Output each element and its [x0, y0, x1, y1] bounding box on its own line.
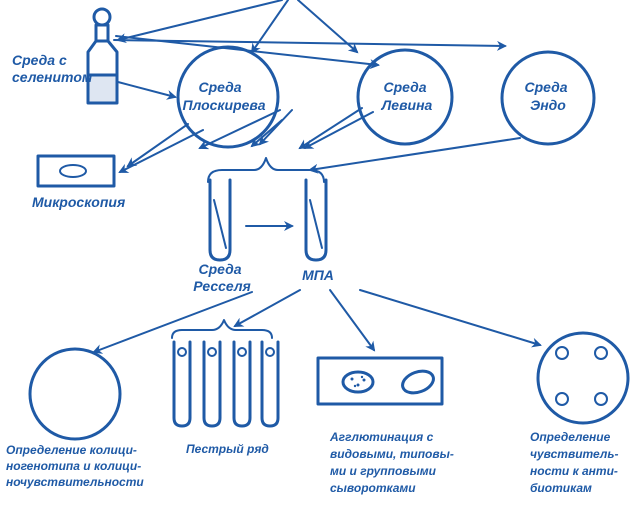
mpa-label: МПА	[302, 267, 334, 283]
colicinogenotype-label-line: ночувствительности	[6, 475, 144, 489]
antibiotic-sensitivity-label: Определение чувствитель- ности к анти- б…	[530, 430, 622, 495]
endo-medium-label-line: Среда	[525, 79, 568, 95]
agglutination-slide-icon	[316, 356, 444, 406]
levin-medium-label: Среда Левина	[381, 79, 433, 113]
ressel-tube-icon	[208, 178, 232, 262]
endo-medium-label: Среда Эндо	[525, 79, 572, 113]
ploskirev-medium-label: Среда Плоскирева	[183, 79, 266, 113]
agglutination-label-line: видовыми, типовы-	[330, 447, 454, 461]
mpa-tube-icon	[304, 178, 328, 262]
plate-output-arrows	[118, 107, 521, 174]
selenite-medium-label-line: Среда с	[12, 52, 67, 68]
bottle-arrows	[113, 35, 507, 100]
selenite-bottle-icon	[86, 7, 119, 105]
antibiotic-sensitivity-label-line: чувствитель-	[530, 447, 618, 461]
agglutination-label: Агглютинация с видовыми, типовы- ми и гр…	[329, 430, 457, 495]
microscopy-label: Микроскопия	[32, 194, 125, 210]
antibiotic-sensitivity-label-line: ности к анти-	[530, 464, 618, 478]
endo-medium-plate	[500, 50, 596, 146]
agglutination-label-line: Агглютинация с	[329, 430, 434, 444]
levin-medium-label-line: Среда	[384, 79, 427, 95]
levin-medium-label-line: Левина	[381, 97, 433, 113]
ploskirev-medium-plate	[176, 45, 280, 149]
antibiotic-disc-plate-icon	[536, 331, 630, 425]
ploskirev-medium-label-line: Плоскирева	[183, 97, 266, 113]
ressel-medium-label: Среда Ресселя	[193, 261, 251, 294]
antibiotic-sensitivity-label-line: Определение	[530, 430, 611, 444]
tube-bracket	[207, 157, 325, 183]
levin-medium-plate	[356, 48, 454, 146]
colicinogenotype-label: Определение колици- ногенотипа и колици-…	[6, 443, 145, 489]
colicinogenotype-label-line: ногенотипа и колици-	[6, 459, 141, 473]
top-source-arrows	[116, 0, 359, 54]
agglutination-label-line: ми и групповыми	[330, 464, 437, 478]
series-bracket	[171, 319, 273, 339]
colicinogenotype-plate	[28, 347, 122, 441]
endo-medium-label-line: Эндо	[530, 97, 566, 113]
microscopy-slide-icon	[36, 154, 116, 188]
variegated-series-label: Пестрый ряд	[186, 442, 269, 456]
agglutination-label-line: сыворотками	[330, 481, 416, 495]
ploskirev-medium-label-line: Среда	[199, 79, 242, 95]
selenite-medium-label: Среда с селенитом	[12, 52, 93, 85]
antibiotic-sensitivity-label-line: биотикам	[530, 481, 592, 495]
variegated-series-tubes-icon	[172, 340, 280, 428]
colicinogenotype-label-line: Определение колици-	[6, 443, 137, 457]
selenite-medium-label-line: селенитом	[12, 69, 93, 85]
ressel-medium-label-line: Среда	[199, 261, 242, 277]
ressel-medium-label-line: Ресселя	[193, 278, 251, 294]
mpa-output-arrows	[92, 289, 542, 354]
